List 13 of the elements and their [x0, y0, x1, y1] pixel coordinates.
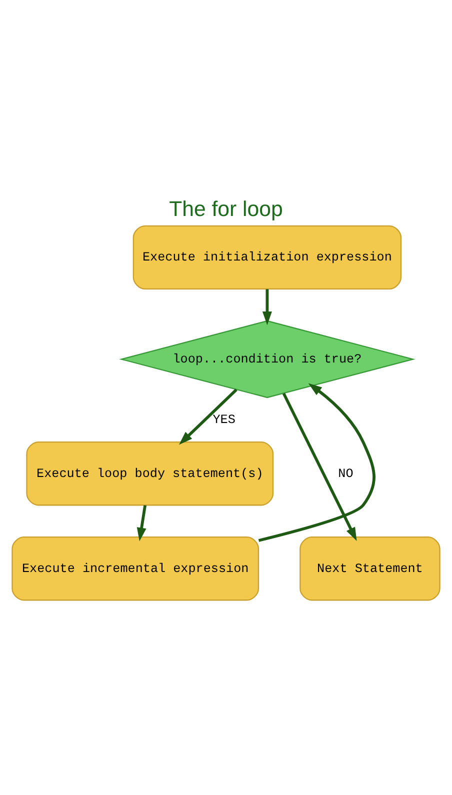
arrow	[178, 388, 238, 445]
node-box: Execute incremental expression	[12, 536, 260, 601]
arrow	[258, 383, 376, 542]
arrow	[262, 289, 272, 326]
diagram-title: The for loop	[169, 196, 283, 221]
arrow	[136, 505, 147, 542]
node-box: Execute loop body statement(s)	[26, 442, 274, 506]
node-box: Next Statement	[300, 536, 440, 601]
arrow	[282, 392, 357, 542]
node-box: Execute initialization expression	[132, 225, 402, 290]
node-diamond: loop...condition is true?	[119, 320, 416, 398]
edge-label: YES	[212, 413, 236, 428]
edge-label: NO	[338, 466, 354, 481]
